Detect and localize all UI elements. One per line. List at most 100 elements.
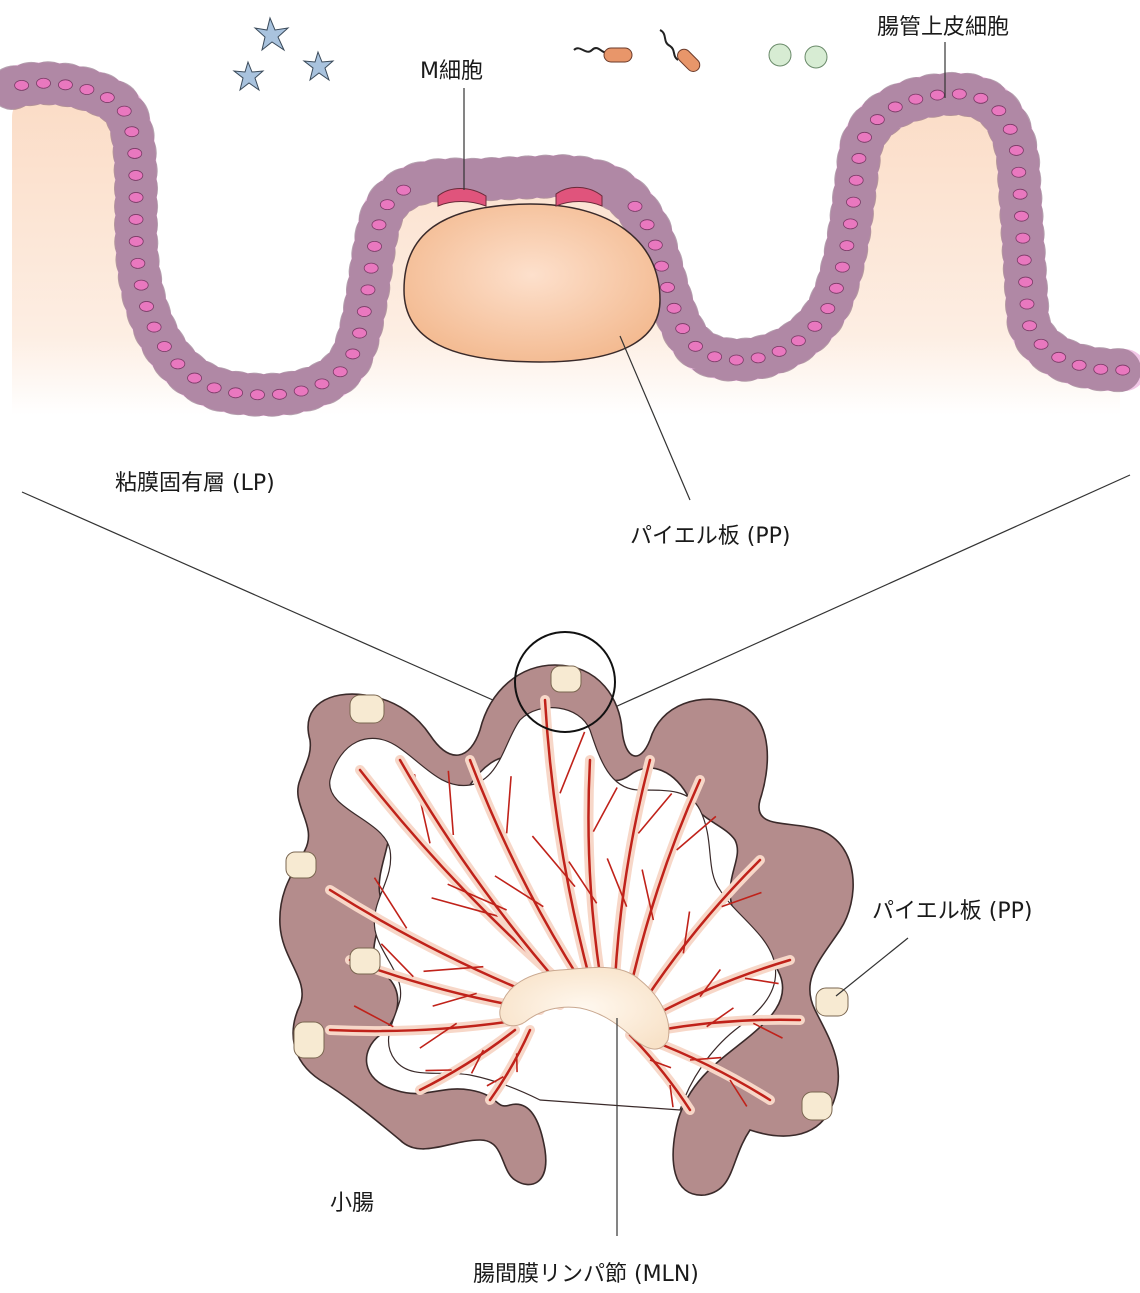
flagellum xyxy=(660,30,678,60)
epithelial-nucleus xyxy=(1023,321,1037,331)
epithelial-nucleus xyxy=(129,236,143,246)
peyers-patch-bottom-label: パイエル板 (PP) xyxy=(872,899,1032,924)
epithelial-nucleus xyxy=(751,353,765,363)
epithelial-nucleus xyxy=(829,283,843,293)
epithelial-nucleus xyxy=(364,263,378,273)
zoom-line-left xyxy=(22,492,520,712)
epithelial-nucleus xyxy=(655,261,669,271)
m-cell-label: M細胞 xyxy=(420,59,483,84)
epithelial-nucleus xyxy=(1094,364,1108,374)
epithelial-nucleus xyxy=(628,201,642,211)
epithelial-cell-label: 腸管上皮細胞 xyxy=(877,15,1009,40)
epithelial-nucleus xyxy=(1116,365,1130,375)
epithelial-nucleus xyxy=(131,258,145,268)
intestine-panel: パイエル板 (PP) 小腸 腸間膜リンパ節 (MLN) xyxy=(280,632,1033,1287)
epithelial-nucleus xyxy=(147,322,161,332)
epithelial-nucleus xyxy=(1072,360,1086,370)
epithelial-nucleus xyxy=(357,307,371,317)
peyers-patch-top-label: パイエル板 (PP) xyxy=(630,524,790,549)
blood-vessel-branch xyxy=(425,1070,451,1071)
epithelial-nucleus xyxy=(1017,255,1031,265)
epithelial-nucleus xyxy=(1003,124,1017,134)
particle-icon xyxy=(805,46,827,68)
epithelial-nucleus xyxy=(333,367,347,377)
epithelial-nucleus xyxy=(117,106,131,116)
epithelial-nucleus xyxy=(361,285,375,295)
epithelial-nucleus xyxy=(1019,277,1033,287)
epithelial-nucleus xyxy=(397,185,411,195)
epithelial-nucleus xyxy=(229,388,243,398)
epithelial-nucleus xyxy=(15,80,29,90)
peyers-patch-node xyxy=(350,948,380,974)
epithelial-nucleus xyxy=(188,373,202,383)
epithelial-nucleus xyxy=(315,379,329,389)
peyers-patch-node xyxy=(551,666,581,692)
epithelial-nucleus xyxy=(930,90,944,100)
epithelial-nucleus xyxy=(58,80,72,90)
epithelial-nucleus xyxy=(129,170,143,180)
villi-panel: M細胞 腸管上皮細胞 粘膜固有層 (LP) パイエル板 (PP) xyxy=(12,15,1130,549)
dendritic-cell-icon xyxy=(304,52,333,80)
epithelial-nucleus xyxy=(1009,145,1023,155)
peyers-patch-node xyxy=(350,695,384,723)
epithelial-nucleus xyxy=(858,132,872,142)
dendritic-cell-icon xyxy=(234,62,263,90)
epithelial-nucleus xyxy=(128,148,142,158)
epithelial-nucleus xyxy=(1052,352,1066,362)
epithelial-nucleus xyxy=(250,390,264,400)
epithelial-nucleus xyxy=(660,282,674,292)
epithelial-nucleus xyxy=(1016,233,1030,243)
epithelial-nucleus xyxy=(791,336,805,346)
epithelial-nucleus xyxy=(992,106,1006,116)
epithelial-nucleus xyxy=(729,355,743,365)
epithelial-nucleus xyxy=(689,341,703,351)
epithelial-nucleus xyxy=(353,328,367,338)
epithelial-nucleus xyxy=(272,389,286,399)
lamina-propria-label: 粘膜固有層 (LP) xyxy=(115,471,275,496)
bacterium-icon xyxy=(675,47,703,75)
epithelial-nucleus xyxy=(667,303,681,313)
epithelial-nucleus xyxy=(808,321,822,331)
epithelial-nucleus xyxy=(380,200,394,210)
epithelial-nucleus xyxy=(207,383,221,393)
epithelial-nucleus xyxy=(888,102,902,112)
epithelial-nucleus xyxy=(849,175,863,185)
epithelial-nucleus xyxy=(835,262,849,272)
epithelial-nucleus xyxy=(157,341,171,351)
epithelial-nucleus xyxy=(974,93,988,103)
epithelial-nucleus xyxy=(909,94,923,104)
epithelial-nucleus xyxy=(100,93,114,103)
epithelial-nucleus xyxy=(772,346,786,356)
peyers-patch-node xyxy=(294,1022,324,1058)
bacterium-icon xyxy=(604,48,632,62)
zoom-line-right xyxy=(604,475,1130,712)
epithelial-nucleus xyxy=(1012,167,1026,177)
epithelial-nucleus xyxy=(843,219,857,229)
epithelial-nucleus xyxy=(846,197,860,207)
mln-label: 腸間膜リンパ節 (MLN) xyxy=(473,1262,699,1287)
epithelial-nucleus xyxy=(80,84,94,94)
dendritic-cell-icon xyxy=(255,18,288,50)
epithelial-nucleus xyxy=(171,359,185,369)
epithelial-nucleus xyxy=(1015,211,1029,221)
epithelial-nucleus xyxy=(852,153,866,163)
dendritic-cell-icons xyxy=(234,18,333,90)
epithelial-nucleus xyxy=(870,115,884,125)
flagellum xyxy=(574,48,606,52)
small-intestine-label: 小腸 xyxy=(330,1191,374,1216)
pp-bottom-leader xyxy=(836,938,908,996)
epithelial-nucleus xyxy=(708,352,722,362)
epithelial-nucleus xyxy=(676,324,690,334)
peyers-patch-node xyxy=(286,852,316,878)
epithelial-nucleus xyxy=(840,241,854,251)
particle-icon xyxy=(769,44,791,66)
epithelial-nucleus xyxy=(346,349,360,359)
epithelial-nucleus xyxy=(125,127,139,137)
epithelial-nucleus xyxy=(140,301,154,311)
epithelial-nucleus xyxy=(368,241,382,251)
peyers-patch-node xyxy=(816,988,848,1016)
epithelial-nucleus xyxy=(821,304,835,314)
bacteria-icons xyxy=(574,30,702,74)
epithelial-nucleus xyxy=(129,214,143,224)
